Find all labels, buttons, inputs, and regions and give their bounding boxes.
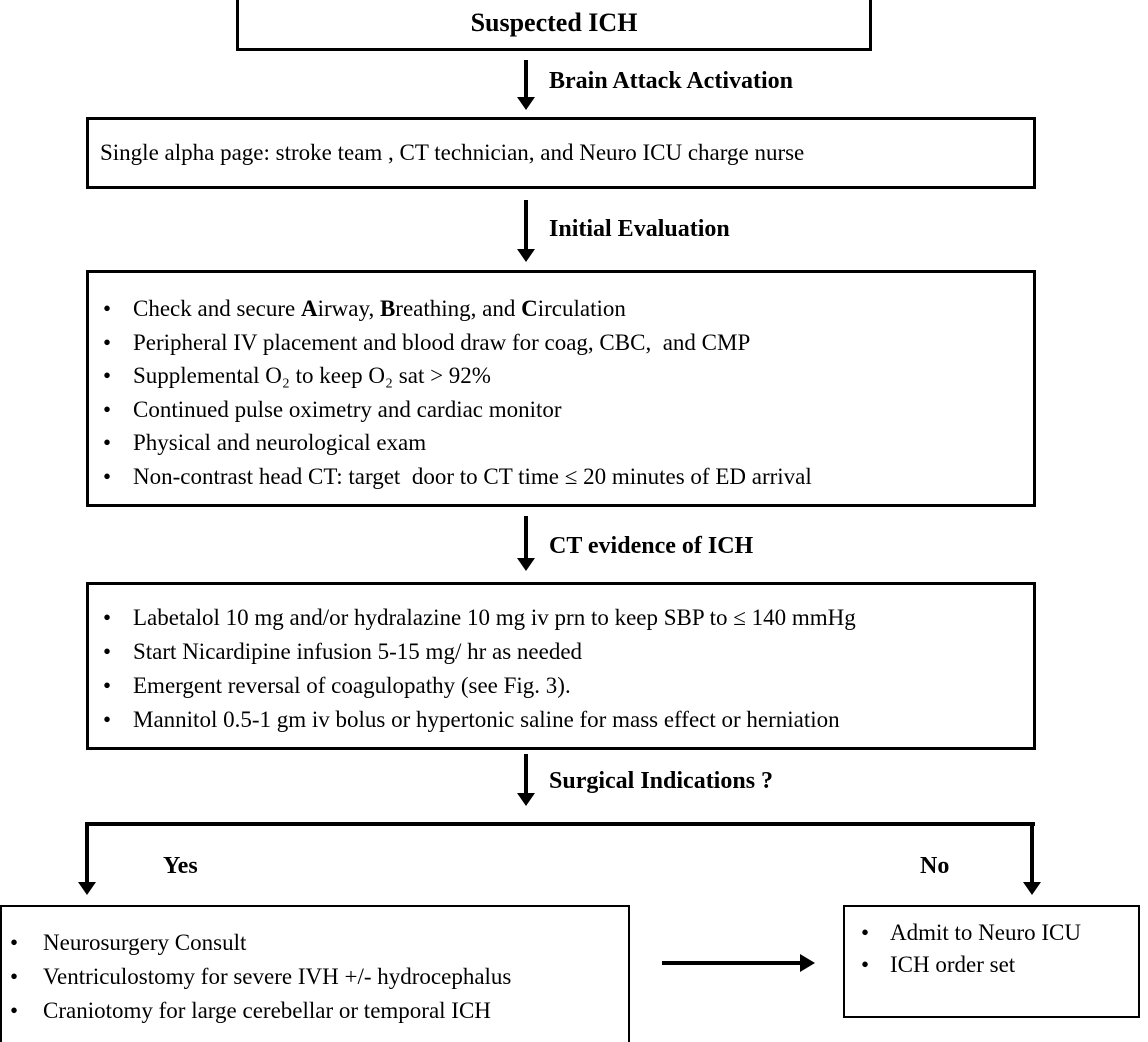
bullet-icon: • [103,673,112,698]
arrow-label-initial-evaluation: Initial Evaluation [549,216,730,242]
list-item-text: Check and secure Airway, Breathing, and … [133,296,626,321]
box-alpha-page: Single alpha page: stroke team , CT tech… [86,117,1036,189]
branch-label-no: No [920,853,950,879]
arrow-label-brain-attack: Brain Attack Activation [549,68,793,94]
bullet-icon: • [10,964,19,989]
list-item-text: Supplemental O₂ to keep O₂ sat > 92% [133,363,491,388]
arrow-down-icon [517,754,535,806]
box-surgical-yes: • Neurosurgery Consult • Ventriculostomy fo… [0,905,630,1042]
box-suspected-ich: Suspected ICH [236,0,872,51]
box-ct-management: • Labetalol 10 mg and/or hydralazine 10 m… [86,582,1036,750]
list-item-text: Non-contrast head CT: target door to CT … [133,463,812,489]
bullet-icon: • [103,463,112,489]
list-item-text: Physical and neurological exam [133,430,427,455]
list-item-text: Craniotomy for large cerebellar or tempo… [43,998,491,1023]
branch-line [85,822,1035,826]
arrow-label-ct-evidence: CT evidence of ICH [549,533,754,559]
list-item-text: Continued pulse oximetry and cardiac mon… [133,396,562,422]
list-item: • Peripheral IV placement and blood draw … [103,326,1027,360]
arrow-down-icon [78,824,96,895]
box-surgical-no: • Admit to Neuro ICU • ICH order set [843,905,1140,1018]
bullet-icon: • [103,396,112,422]
list-item-text: Peripheral IV placement and blood draw f… [133,329,751,355]
arrow-stem [524,754,528,794]
list-item: • Craniotomy for large cerebellar or temp… [10,994,622,1028]
arrow-stem [524,60,528,98]
bullet-icon: • [103,605,112,630]
arrow-head [517,793,535,806]
bullet-icon: • [861,952,870,977]
list-item: • Neurosurgery Consult [10,926,622,960]
bullet-icon: • [103,707,112,732]
arrow-stem [662,961,801,965]
arrow-down-icon [517,60,535,110]
arrow-down-icon [517,200,535,262]
bullet-icon: • [103,363,112,388]
arrow-label-surgical-indications: Surgical Indications ? [549,768,774,794]
bullet-icon: • [103,329,112,355]
list-item: • Emergent reversal of coagulopathy (see … [103,669,1027,703]
list-item: • Labetalol 10 mg and/or hydralazine 10 m… [103,601,1027,635]
list-item: • Admit to Neuro ICU [861,917,1134,949]
list-item-text: Neurosurgery Consult [43,930,247,955]
list-item-text: Admit to Neuro ICU [890,920,1082,945]
bullet-icon: • [861,920,870,945]
arrow-down-icon [1023,824,1041,895]
bullet-icon: • [103,430,112,455]
list-item: • Supplemental O₂ to keep O₂ sat > 92% [103,359,1027,393]
arrow-stem [1030,824,1034,883]
bullet-icon: • [10,930,19,955]
list-item: • Physical and neurological exam [103,426,1027,460]
arrow-stem [524,516,528,559]
arrow-head [517,97,535,110]
arrow-stem [524,200,528,250]
list-item: • ICH order set [861,949,1134,981]
list-item: • Non-contrast head CT: target door to CT… [103,460,1027,494]
bullet-icon: • [103,296,112,321]
bullet-icon: • [103,639,112,664]
list-item-text: Emergent reversal of coagulopathy (see F… [133,673,571,698]
arrow-head [517,249,535,262]
arrow-head [78,882,96,895]
branch-label-yes: Yes [163,853,198,879]
arrow-right-icon [662,954,815,972]
arrow-head [800,954,815,972]
list-item: • Ventriculostomy for severe IVH +/- hydr… [10,960,622,994]
arrow-stem [85,824,89,883]
list-item-text: Start Nicardipine infusion 5-15 mg/ hr a… [133,639,583,664]
arrow-head [517,558,535,571]
arrow-down-icon [517,516,535,571]
suspected-ich-title: Suspected ICH [470,8,638,37]
list-item: • Check and secure Airway, Breathing, and… [103,292,1027,326]
list-item: • Continued pulse oximetry and cardiac mo… [103,393,1027,427]
box-initial-evaluation: • Check and secure Airway, Breathing, and… [86,270,1036,507]
list-item-text: Mannitol 0.5-1 gm iv bolus or hypertonic… [133,707,840,732]
list-item-text: Ventriculostomy for severe IVH +/- hydro… [43,964,512,989]
list-item: • Start Nicardipine infusion 5-15 mg/ hr … [103,635,1027,669]
list-item-text: ICH order set [890,952,1016,977]
alpha-page-text: Single alpha page: stroke team , CT tech… [100,140,805,165]
list-item-text: Labetalol 10 mg and/or hydralazine 10 mg… [133,605,856,630]
bullet-icon: • [10,998,19,1023]
list-item: • Mannitol 0.5-1 gm iv bolus or hypertoni… [103,703,1027,737]
arrow-head [1023,882,1041,895]
